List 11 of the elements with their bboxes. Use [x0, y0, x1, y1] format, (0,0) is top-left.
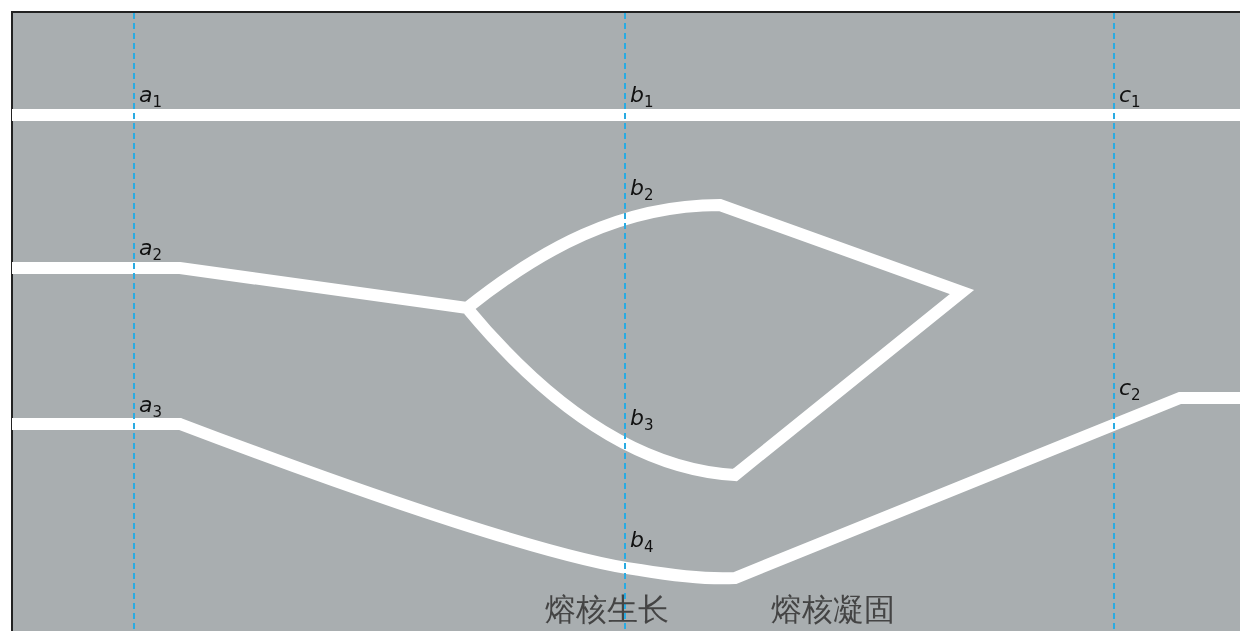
point-label: b$_{3}$: [630, 407, 654, 434]
point-label: c$_{2}$: [1119, 377, 1141, 404]
point-label: b$_{2}$: [630, 177, 654, 204]
point-label: a$_{3}$: [139, 394, 163, 421]
point-label: c$_{1}$: [1119, 84, 1141, 111]
stage-label: 熔核生长: [545, 594, 669, 625]
stage-label: 熔核凝固: [771, 594, 895, 625]
point-label: a$_{1}$: [139, 84, 163, 111]
point-label: b$_{4}$: [630, 529, 654, 556]
point-label: a$_{2}$: [139, 237, 163, 264]
point-label: b$_{1}$: [630, 84, 654, 111]
